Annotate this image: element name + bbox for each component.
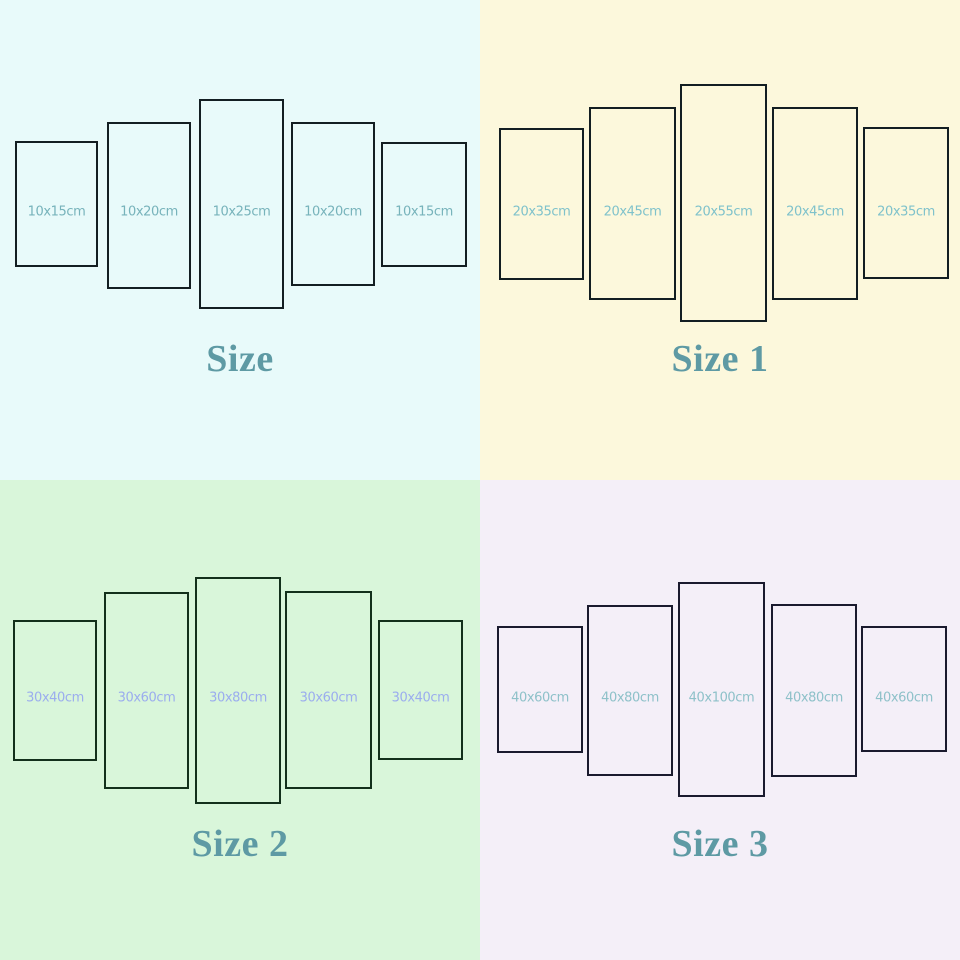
frame-rect[interactable]	[285, 591, 372, 789]
panel-title: Size 2	[191, 823, 289, 865]
frame-rect[interactable]	[861, 626, 947, 752]
frame-rect[interactable]	[772, 107, 858, 300]
frame-rect[interactable]	[587, 605, 673, 776]
frame-rect[interactable]	[771, 604, 857, 777]
panel-title: Size 1	[671, 338, 769, 380]
frame-rect[interactable]	[199, 99, 284, 309]
frame-rect[interactable]	[678, 582, 765, 797]
frame-rect[interactable]	[13, 620, 97, 761]
frame-rect[interactable]	[195, 577, 281, 804]
panel-title: Size	[206, 338, 274, 380]
frame-rect[interactable]	[104, 592, 189, 789]
frame-rect[interactable]	[680, 84, 767, 322]
panel-title: Size 3	[671, 823, 769, 865]
frame-rect[interactable]	[291, 122, 375, 286]
frame-rect[interactable]	[589, 107, 676, 300]
frame-rect[interactable]	[378, 620, 463, 760]
frame-rect[interactable]	[381, 142, 467, 267]
frame-rect[interactable]	[15, 141, 98, 267]
frame-rect[interactable]	[497, 626, 583, 753]
frame-rect[interactable]	[499, 128, 584, 280]
frame-rect[interactable]	[107, 122, 191, 289]
frame-rect[interactable]	[863, 127, 949, 279]
